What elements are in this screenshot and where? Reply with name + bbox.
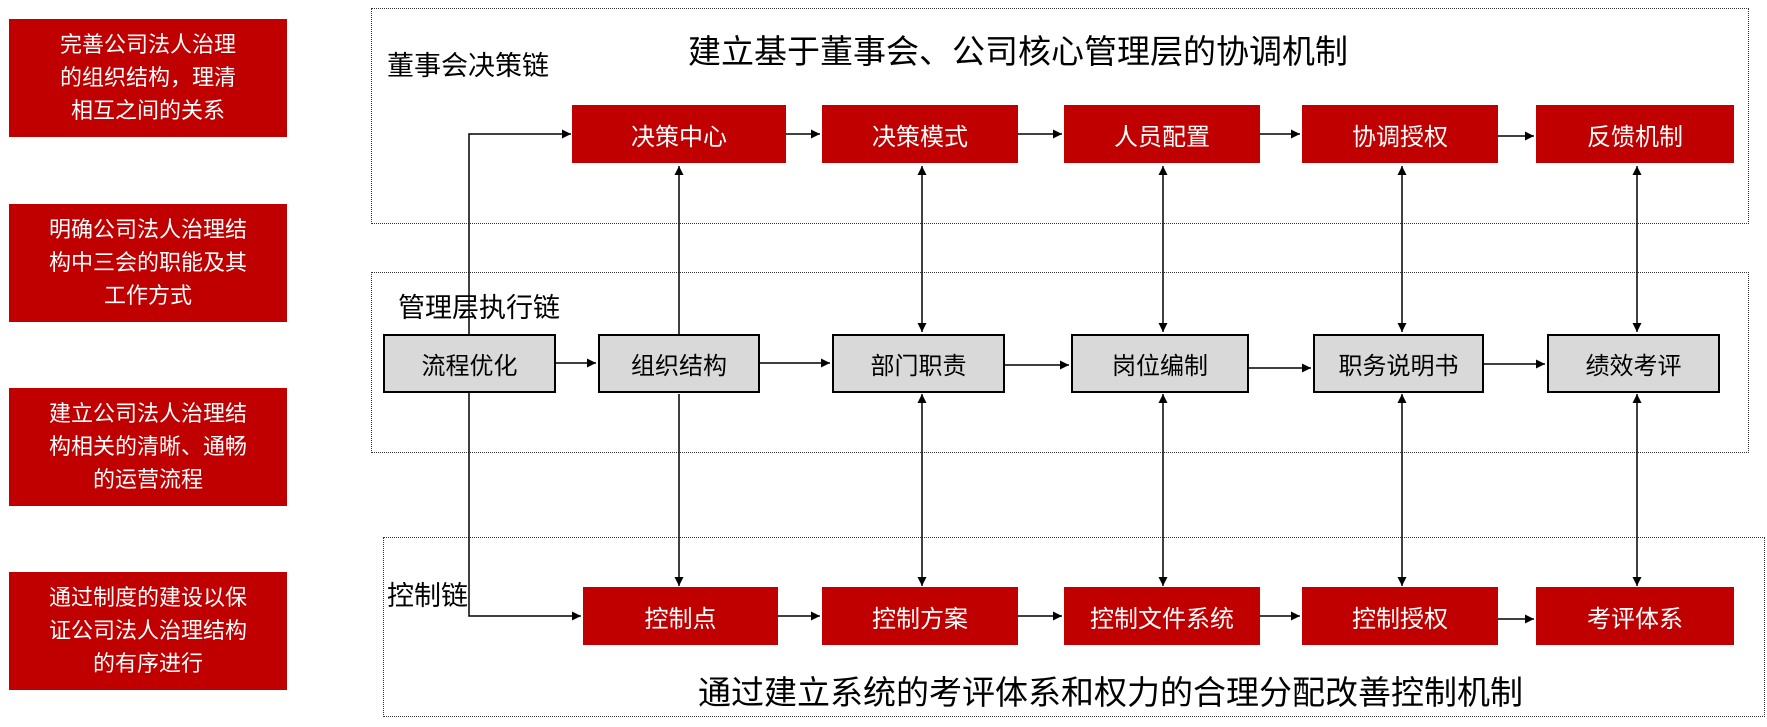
objective-text: 通过制度的建设以保 证公司法人治理结构 的有序进行 xyxy=(48,585,247,677)
node-evaluation-system: 考评体系 xyxy=(1536,587,1734,645)
board-chain-heading: 建立基于董事会、公司核心管理层的协调机制 xyxy=(688,32,1348,71)
node-process-optimization: 流程优化 xyxy=(383,334,556,393)
node-control-file-system: 控制文件系统 xyxy=(1064,587,1260,645)
objective-text: 建立公司法人治理结 构相关的清晰、通畅 的运营流程 xyxy=(48,401,247,493)
objective-box-organization: 完善公司法人治理 的组织结构，理清 相互之间的关系 xyxy=(9,19,287,137)
node-decision-center: 决策中心 xyxy=(572,105,786,163)
node-coordination-authorization: 协调授权 xyxy=(1302,105,1498,163)
management-chain-panel xyxy=(371,272,1749,453)
objective-box-system: 通过制度的建设以保 证公司法人治理结构 的有序进行 xyxy=(9,572,287,690)
objective-text: 明确公司法人治理结 构中三会的职能及其 工作方式 xyxy=(48,217,247,309)
node-department-duties: 部门职责 xyxy=(832,334,1005,393)
objective-box-three-boards: 明确公司法人治理结 构中三会的职能及其 工作方式 xyxy=(9,204,287,322)
node-control-authorization: 控制授权 xyxy=(1302,587,1498,645)
node-control-point: 控制点 xyxy=(583,587,778,645)
arrow-process-to-decision-center xyxy=(468,129,571,336)
control-chain-panel xyxy=(383,537,1765,717)
board-chain-label: 董事会决策链 xyxy=(387,51,549,82)
arrow-process-to-control-point xyxy=(468,393,581,621)
board-chain-panel xyxy=(371,8,1749,224)
control-chain-label: 控制链 xyxy=(387,581,468,612)
objective-box-process: 建立公司法人治理结 构相关的清晰、通畅 的运营流程 xyxy=(9,388,287,506)
management-chain-label: 管理层执行链 xyxy=(398,293,560,324)
node-post-establishment: 岗位编制 xyxy=(1071,334,1249,393)
node-job-description: 职务说明书 xyxy=(1313,334,1484,393)
node-organization-structure: 组织结构 xyxy=(598,334,760,393)
node-staffing: 人员配置 xyxy=(1064,105,1260,163)
node-decision-mode: 决策模式 xyxy=(822,105,1018,163)
node-performance-evaluation: 绩效考评 xyxy=(1547,334,1720,393)
node-feedback-mechanism: 反馈机制 xyxy=(1536,105,1734,163)
control-chain-heading: 通过建立系统的考评体系和权力的合理分配改善控制机制 xyxy=(698,673,1523,712)
node-control-plan: 控制方案 xyxy=(822,587,1018,645)
objective-text: 完善公司法人治理 的组织结构，理清 相互之间的关系 xyxy=(59,32,236,124)
